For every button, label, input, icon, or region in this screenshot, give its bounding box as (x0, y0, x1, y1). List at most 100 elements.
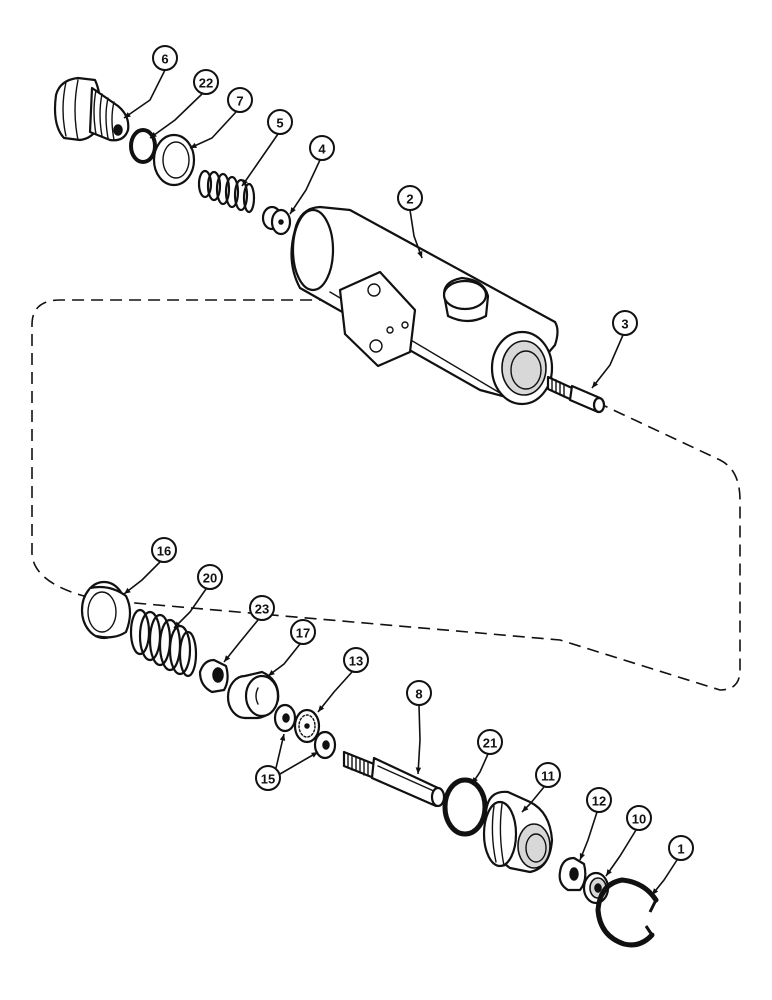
callout-15-leader-2-arrowhead (311, 752, 318, 758)
part-13-disc (293, 708, 321, 744)
callout-15: 15 (255, 765, 281, 791)
callout-8-leader-arrowhead (415, 767, 422, 774)
callout-circle (612, 310, 638, 336)
callout-12-leader-arrowhead (579, 853, 585, 860)
callout-7-leader (189, 111, 237, 149)
part-21-o-ring (442, 777, 488, 837)
callout-circle (626, 805, 652, 831)
callout-2-leader (409, 209, 423, 259)
callout-12: 12 (586, 787, 612, 813)
callout-circle (477, 729, 503, 755)
callout-label: 8 (415, 687, 422, 702)
callout-label: 2 (406, 192, 413, 207)
callout-label: 6 (161, 52, 168, 67)
callout-22-leader-arrowhead (150, 132, 157, 138)
callout-label: 5 (276, 116, 283, 131)
part-23-nut (198, 658, 229, 694)
callout-21-leader-arrowhead (472, 777, 478, 784)
callout-17: 17 (290, 619, 316, 645)
callout-label: 15 (261, 772, 275, 787)
callout-10: 10 (626, 805, 652, 831)
callout-3: 3 (612, 310, 638, 336)
callout-2: 2 (397, 185, 423, 211)
callout-23-leader (223, 619, 259, 663)
callout-label: 4 (318, 142, 326, 157)
part-8-shaft (342, 750, 446, 808)
callout-20-leader (173, 588, 207, 629)
callout-23-leader-arrowhead (224, 655, 231, 662)
callout-8-leader (417, 704, 421, 775)
part-5-spring (197, 169, 256, 214)
callout-label: 1 (677, 842, 684, 857)
part-22-o-ring (129, 128, 157, 164)
callout-21: 21 (477, 729, 503, 755)
part-11-gland (482, 790, 554, 874)
callout-circle (267, 109, 293, 135)
callout-circle (586, 787, 612, 813)
callout-5-leader-arrowhead (242, 179, 248, 186)
callout-17-leader-arrowhead (268, 669, 275, 676)
callout-15-leader-2 (279, 751, 319, 775)
callout-circle (249, 595, 275, 621)
callout-label: 10 (632, 812, 646, 827)
callout-20: 20 (197, 564, 223, 590)
part-1-snap-ring (595, 877, 659, 948)
callout-5-leader (241, 133, 279, 187)
callout-label: 17 (296, 626, 310, 641)
callout-6-leader-arrowhead (124, 112, 131, 118)
part-16-cup (80, 580, 132, 640)
callout-1-leader-arrowhead (652, 888, 659, 895)
callout-10-leader-arrowhead (606, 869, 612, 876)
callout-circle (151, 537, 177, 563)
callout-8: 8 (406, 680, 432, 706)
part-12-nut (558, 856, 587, 892)
callout-15-leader-arrowhead (279, 734, 286, 741)
callout-4: 4 (309, 135, 335, 161)
callout-3-leader (591, 334, 624, 389)
callout-13-leader-arrowhead (318, 705, 325, 712)
part-2-housing (290, 205, 559, 406)
callout-circle (343, 647, 369, 673)
callout-7: 7 (227, 87, 253, 113)
callout-22-leader (149, 93, 203, 139)
callout-circle (290, 619, 316, 645)
callout-label: 23 (255, 602, 269, 617)
callout-13-leader (317, 671, 353, 713)
callout-circle (668, 835, 694, 861)
part-6-plug (53, 76, 130, 142)
part-7-washer (152, 133, 196, 187)
callout-label: 12 (592, 794, 606, 809)
callout-label: 20 (203, 571, 217, 586)
callout-circle (406, 680, 432, 706)
callout-2-leader-arrowhead (417, 251, 423, 258)
callout-10-leader (605, 829, 637, 877)
callout-7-leader-arrowhead (190, 142, 197, 148)
callout-label: 3 (621, 317, 628, 332)
callout-circle (309, 135, 335, 161)
callout-4-leader (289, 159, 321, 215)
callout-circle (227, 87, 253, 113)
part-4-poppet (261, 205, 292, 236)
callout-5: 5 (267, 109, 293, 135)
part-17-retainer (226, 670, 280, 720)
callout-1: 1 (668, 835, 694, 861)
callout-label: 13 (349, 654, 363, 669)
part-15-washers (273, 703, 337, 760)
callout-circle (193, 69, 219, 95)
callout-4-leader-arrowhead (290, 207, 296, 214)
callout-label: 11 (541, 769, 555, 784)
callout-17-leader (267, 643, 301, 677)
callout-16-leader-arrowhead (124, 587, 131, 594)
callout-22: 22 (193, 69, 219, 95)
part-20-spring (129, 608, 198, 678)
callout-label: 21 (483, 736, 497, 751)
callout-3-leader-arrowhead (592, 381, 599, 388)
callout-11: 11 (535, 762, 561, 788)
callout-6: 6 (152, 45, 178, 71)
callout-label: 7 (236, 94, 243, 109)
callout-6-leader (123, 69, 166, 119)
callout-12-leader (579, 811, 598, 861)
